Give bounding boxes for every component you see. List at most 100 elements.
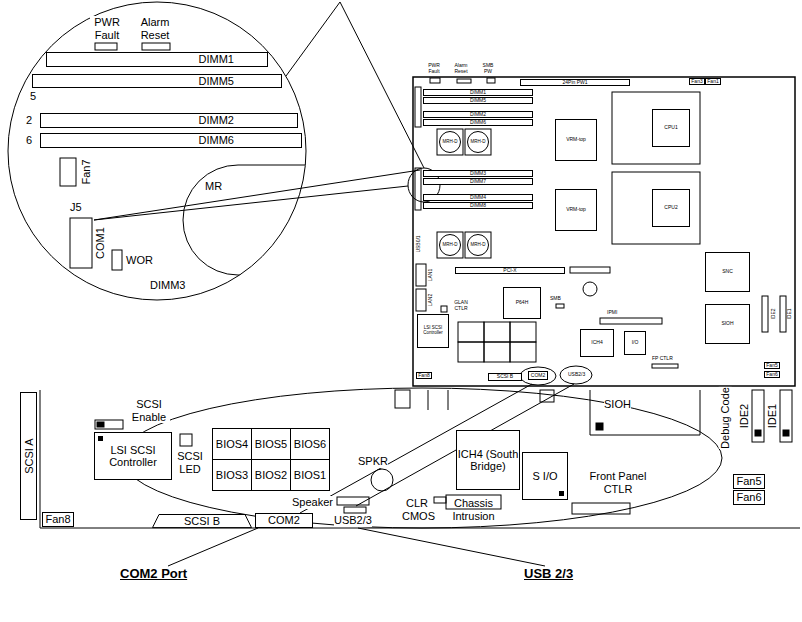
bios-chip: BIOS2 — [251, 459, 291, 491]
chip-circle: MRH-D — [439, 131, 461, 153]
board-outline — [556, 304, 564, 308]
board-outline — [416, 289, 426, 311]
zoom-strip — [572, 503, 630, 514]
memory-slot: DIMM3 — [423, 170, 533, 178]
bios-chip: BIOS6 — [290, 428, 330, 460]
callout-number: 2 — [26, 114, 32, 127]
board-outline — [458, 322, 484, 342]
part-name: Front Panel CTLR — [585, 470, 651, 495]
part-name: GLAN CTLR — [450, 300, 472, 312]
part-label: ICH4 (South Bridge) — [457, 448, 519, 472]
callout-number: 6 — [26, 134, 32, 147]
fan-header: Fan8 — [416, 372, 432, 380]
part-name: DIMM3 — [150, 279, 185, 292]
zoom-detail — [95, 43, 117, 50]
board-outline — [560, 366, 592, 384]
part-label: BIOS2 — [255, 469, 287, 481]
serial-port: COM2 — [528, 371, 548, 380]
fan-header: Fan5 — [764, 362, 780, 370]
leader-lines — [94, 170, 420, 220]
part-label: Fan5 — [736, 475, 761, 487]
board-outline — [416, 264, 426, 286]
bios-chip: BIOS3 — [212, 459, 252, 491]
zoom-circle — [8, 2, 306, 300]
zoom-detail — [70, 218, 92, 268]
part-name: LAN1 — [428, 269, 434, 282]
pin1-marker — [559, 491, 564, 496]
leader-lines — [94, 186, 408, 220]
zoom-strip — [596, 423, 603, 430]
board-outline — [510, 322, 536, 342]
part-label: BIOS4 — [216, 438, 248, 450]
vrm-box: VRM-top — [555, 189, 597, 231]
callout-title: USB 2/3 — [524, 567, 573, 582]
part-label: SCSI B — [184, 515, 220, 527]
chip-box: P64H — [503, 287, 541, 319]
part-label: Fan8 — [418, 373, 429, 379]
zoom-strip — [428, 390, 429, 410]
memory-slot: DIMM6 — [423, 119, 533, 127]
chip-box: I/O — [624, 331, 646, 355]
part-label: SCSI A — [22, 438, 34, 473]
chip-circle: MRH-D — [439, 234, 461, 256]
part-label: CPU2 — [664, 205, 677, 211]
zoom-strip — [395, 390, 410, 408]
zoom-strip — [344, 507, 366, 513]
zoom-detail — [183, 165, 305, 275]
leader-lines — [286, 2, 340, 76]
bios-chip: BIOS4 — [212, 428, 252, 460]
part-label: MRH-D — [443, 243, 458, 248]
board-outline — [762, 296, 768, 332]
part-label: VRM-top — [566, 137, 586, 143]
part-name: IPMI — [607, 310, 617, 316]
board-outline — [465, 232, 491, 258]
board-outline — [600, 318, 662, 324]
part-label: CPU1 — [664, 125, 677, 131]
part-name: Debug Code — [719, 387, 732, 449]
fan-header: Fan3 — [689, 78, 704, 86]
part-label: S I/O — [532, 470, 557, 482]
part-label: DIMM4 — [470, 195, 486, 201]
scsi-connector: SCSI B — [488, 373, 522, 381]
zoom-strip — [783, 430, 789, 436]
part-label: Fan5 — [766, 363, 777, 369]
memory-slot: DIMM5 — [423, 97, 533, 105]
zoom-strip — [40, 390, 800, 528]
part-name: PWR Fault — [424, 63, 444, 75]
part-label: COM2 — [531, 373, 545, 379]
part-label: LSI SCSI Controller — [95, 444, 171, 468]
part-label: Fan6 — [766, 372, 777, 378]
zoom-strip — [434, 497, 446, 503]
fan-header: Fan6 — [764, 371, 780, 379]
zoom-detail — [60, 158, 76, 186]
memory-slot: DIMM5 — [32, 74, 282, 88]
expansion-slot: PCI-X — [455, 267, 565, 275]
part-label: DIMM3 — [470, 171, 486, 177]
board-outline — [413, 77, 795, 386]
part-name: Alarm Reset — [134, 16, 176, 41]
part-label: MRH-D — [443, 140, 458, 145]
board-outline — [437, 232, 463, 258]
part-name: COM1 — [94, 227, 107, 259]
memory-slot: DIMM4 — [423, 194, 533, 202]
vrm-box: VRM-top — [555, 119, 597, 161]
part-name: SIOH — [604, 398, 631, 411]
part-label: DIMM1 — [199, 53, 234, 65]
board-outline — [408, 77, 795, 386]
fan-header: Fan6 — [733, 490, 765, 504]
board-outline — [430, 78, 440, 83]
memory-slot: DIMM6 — [40, 133, 302, 148]
part-name: J5 — [70, 201, 82, 214]
part-label: ICH4 — [591, 340, 602, 346]
part-label: Fan3 — [691, 79, 702, 85]
leader-lines — [356, 384, 574, 506]
part-name: PWR Fault — [90, 16, 124, 41]
part-name: FP CTLR — [652, 356, 673, 362]
part-label: 24Pin PW1 — [562, 80, 587, 86]
part-label: PCI-X — [503, 268, 516, 274]
part-name: Speaker — [292, 496, 333, 509]
part-label: DIMM6 — [470, 120, 486, 126]
zoom-strip — [448, 390, 449, 410]
fan-header: Fan5 — [733, 474, 765, 488]
part-label: BIOS5 — [255, 438, 287, 450]
